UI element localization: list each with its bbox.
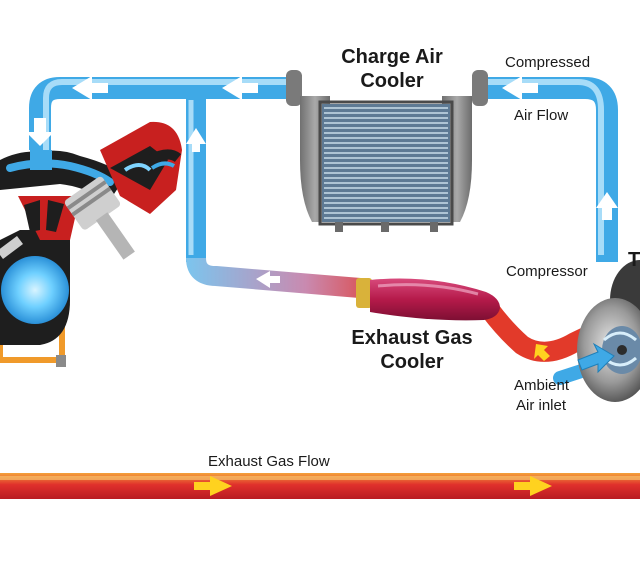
- compressor-label: Compressor: [506, 263, 588, 280]
- turbocharger: [577, 260, 640, 402]
- air-piping: [29, 70, 618, 385]
- exhaust-gas-cooler-label-line1: Exhaust Gas: [351, 327, 473, 349]
- ambient-air-inlet-line2: Air inlet: [516, 397, 567, 414]
- exhaust-gas-cooler-label: Exhaust Gas Cooler: [342, 326, 482, 374]
- air-flow-label: Air Flow: [514, 107, 569, 124]
- charge-air-cooler: [300, 96, 472, 232]
- egr-return-pipe: [186, 257, 361, 298]
- charge-air-cooler-label-line1: Charge Air: [341, 46, 443, 68]
- intake-arrow-icon: [26, 118, 54, 146]
- arrow-left-icon: [222, 76, 258, 100]
- ambient-air-inlet-label: Ambient Air inlet: [514, 376, 569, 416]
- exhaust-gas-cooler: [356, 278, 500, 321]
- arrow-left-icon: [256, 271, 280, 288]
- arrow-left-icon: [72, 76, 108, 100]
- arrow-up-left-icon: [534, 344, 550, 361]
- turbo-label-partial: T: [628, 249, 640, 271]
- cooler-fins: [324, 107, 448, 219]
- flow-arrows: [72, 76, 618, 496]
- arrow-right-icon: [514, 476, 552, 496]
- engine: [0, 118, 182, 367]
- exhaust-gas-cooler-label-line2: Cooler: [380, 351, 444, 373]
- piston: [64, 176, 135, 260]
- combustion-chamber: [1, 256, 69, 324]
- charge-air-cooler-label: Charge Air Cooler: [330, 45, 454, 93]
- coupling-left: [286, 70, 302, 106]
- charge-air-cooler-label-line2: Cooler: [360, 70, 424, 92]
- ambient-air-arrow-icon: [577, 342, 615, 374]
- egr-feed-pipe: [480, 300, 610, 362]
- exhaust-gas-flow-label: Exhaust Gas Flow: [208, 453, 330, 470]
- egr-piping: [186, 257, 610, 362]
- ambient-air-inlet-line1: Ambient: [514, 377, 570, 394]
- compressed-air-pipe: [480, 77, 618, 262]
- arrow-right-icon: [194, 476, 232, 496]
- arrow-up-icon: [596, 192, 618, 220]
- arrow-up-icon: [186, 128, 206, 152]
- arrow-left-icon: [502, 76, 538, 100]
- compressed-label: Compressed: [505, 54, 591, 71]
- coupling-right: [472, 70, 488, 106]
